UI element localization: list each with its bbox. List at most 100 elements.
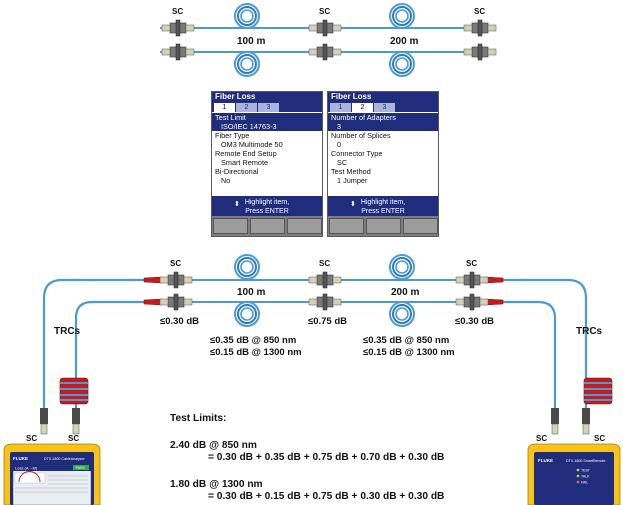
led-label: TALK — [581, 474, 590, 478]
fiber-coil-200m-bottom — [389, 51, 415, 77]
led-label: FAIL — [581, 480, 588, 484]
connector-label: SC — [68, 434, 79, 443]
trc-mandrel-right — [583, 377, 613, 405]
led-icon — [576, 480, 580, 484]
fiber-coil-100m-bottom — [234, 301, 260, 327]
fiber-coil-200m-top — [389, 254, 415, 280]
adapter-icon — [308, 293, 342, 311]
trc-mandrel-left — [59, 377, 89, 405]
adapter-icon — [463, 43, 497, 61]
tab-3[interactable]: 3 — [374, 103, 396, 112]
setting-label[interactable]: Number of Splices — [331, 131, 391, 140]
setting-value[interactable]: 3 — [328, 122, 438, 131]
main-unit-device: FLUKE DTX-1800 CableAnalyzer Loss (A→M) … — [3, 443, 101, 505]
screen-tabs: 1 2 3 — [328, 102, 438, 112]
connector-label: SC — [474, 7, 485, 16]
setting-label[interactable]: Test Limit — [212, 113, 322, 122]
screen-prompt: ⬍ Highlight item, Press ENTER — [212, 196, 322, 216]
adapter-icon — [463, 19, 497, 37]
connector-label: SC — [172, 7, 183, 16]
led-icon — [576, 468, 580, 472]
prompt-line1: Highlight item, — [244, 199, 290, 206]
setting-value[interactable]: OM3 Multimode 50 — [221, 140, 283, 149]
span1-length: 100 m — [237, 36, 265, 47]
connector-label: SC — [594, 434, 605, 443]
screen-tabs: 1 2 3 — [212, 102, 322, 112]
adapter-icon — [308, 271, 342, 289]
up-down-arrow-icon: ⬍ — [234, 201, 240, 208]
device-connector-left — [40, 408, 80, 435]
red-boot-icon — [143, 298, 163, 306]
adapter-icon — [308, 19, 342, 37]
loss-left-connector: ≤0.30 dB — [160, 316, 199, 327]
device-model-left: DTX-1800 CableAnalyzer — [44, 457, 86, 461]
pass-badge: PASS — [76, 466, 86, 470]
fiber-loss-screen-tab2: Fiber Loss 1 2 3 Number of Adapters 3 Nu… — [327, 91, 439, 237]
fiber-coil-100m-bottom — [234, 51, 260, 77]
device-model-right: DTX-1800 SmartRemote — [566, 459, 606, 463]
loss-middle-connector: ≤0.75 dB — [308, 316, 347, 327]
adapter-icon — [308, 43, 342, 61]
screen-title: Fiber Loss — [328, 92, 438, 102]
connector-label: SC — [170, 259, 181, 268]
calc-1300: = 0.30 dB + 0.15 dB + 0.75 dB + 0.30 dB … — [208, 491, 445, 502]
fiber-coil-200m-top — [389, 3, 415, 29]
settings-list: Number of Adapters 3 Number of Splices 0… — [328, 113, 438, 195]
connector-label: SC — [26, 434, 37, 443]
prompt-line2: Press ENTER — [361, 208, 405, 215]
tab-1[interactable]: 1 — [330, 103, 352, 112]
test-limits-heading: Test Limits: — [170, 413, 227, 424]
calc-850: = 0.30 dB + 0.35 dB + 0.75 dB + 0.70 dB … — [208, 452, 445, 463]
setting-value[interactable]: 1 Jumper — [337, 176, 368, 185]
softkey-3[interactable] — [287, 218, 322, 234]
softkey-3[interactable] — [403, 218, 438, 234]
adapter-icon — [159, 293, 193, 311]
tab-3[interactable]: 3 — [258, 103, 280, 112]
led-icon — [576, 474, 580, 478]
setting-label[interactable]: Test Method — [331, 167, 371, 176]
softkey-2[interactable] — [366, 218, 401, 234]
tab-1[interactable]: 1 — [214, 103, 236, 112]
setting-value[interactable]: Smart Remote — [221, 158, 269, 167]
adapter-icon — [161, 43, 195, 61]
softkey-1[interactable] — [329, 218, 364, 234]
setting-label[interactable]: Fiber Type — [215, 131, 250, 140]
limit-850: 2.40 dB @ 850 nm — [170, 440, 257, 451]
tab-2[interactable]: 2 — [352, 103, 374, 112]
settings-list: Test Limit ISO/IEC 14763-3 Fiber Type OM… — [212, 113, 322, 195]
trc-label-left: TRCs — [54, 326, 81, 337]
setting-label[interactable]: Number of Adapters — [328, 113, 438, 122]
tab-2[interactable]: 2 — [236, 103, 258, 112]
adapter-icon — [455, 271, 489, 289]
span2-length: 200 m — [390, 36, 418, 47]
setting-value[interactable]: ISO/IEC 14763-3 — [212, 122, 322, 131]
adapter-icon — [161, 19, 195, 37]
device-screen-title: Loss (A→M) — [15, 466, 38, 471]
up-down-arrow-icon: ⬍ — [350, 201, 356, 208]
limit-1300: 1.80 dB @ 1300 nm — [170, 479, 263, 490]
prompt-line2: Press ENTER — [245, 208, 289, 215]
setting-label[interactable]: Remote End Setup — [215, 149, 277, 158]
fiber-coil-100m-top — [234, 3, 260, 29]
setting-label[interactable]: Connector Type — [331, 149, 383, 158]
setting-value[interactable]: SC — [337, 158, 348, 167]
softkey-2[interactable] — [250, 218, 285, 234]
span1-loss-850: ≤0.35 dB @ 850 nm — [210, 335, 296, 346]
brand-logo: FLUKE — [13, 456, 28, 461]
setting-label[interactable]: Bi-Directional — [215, 167, 259, 176]
setting-value[interactable]: No — [221, 176, 231, 185]
connector-label: SC — [319, 7, 330, 16]
softkey-bar — [212, 216, 322, 236]
span2-loss-850: ≤0.35 dB @ 850 nm — [363, 335, 449, 346]
screen-prompt: ⬍ Highlight item, Press ENTER — [328, 196, 438, 216]
fiber-coil-200m-bottom — [389, 301, 415, 327]
red-boot-icon — [143, 276, 163, 284]
trc-label-right: TRCs — [576, 326, 603, 337]
adapter-icon — [455, 293, 489, 311]
fiber-coil-100m-top — [234, 254, 260, 280]
softkey-1[interactable] — [213, 218, 248, 234]
span2-loss-1300: ≤0.15 dB @ 1300 nm — [363, 347, 455, 358]
setting-value[interactable]: 0 — [337, 140, 342, 149]
span2-length: 200 m — [391, 287, 419, 298]
